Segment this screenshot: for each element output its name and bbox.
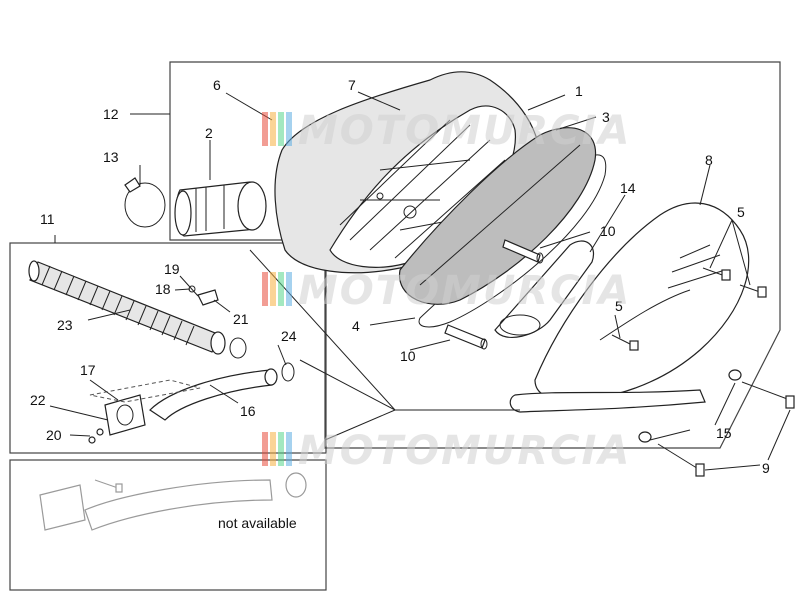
wm-stripe-4 [286,272,292,306]
callout-10-upper: 10 [600,223,616,239]
hose-clamp [229,337,247,359]
callout-labels: 1 2 3 4 5 5 6 7 8 9 10 10 11 12 13 14 15… [30,77,770,476]
callout-12: 12 [103,106,119,122]
callout-24: 24 [281,328,297,344]
callout-6: 6 [213,77,221,93]
wm-stripe-2 [270,272,276,306]
callout-21: 21 [233,311,249,327]
flange [104,394,146,436]
callout-5-upper: 5 [737,204,745,220]
watermark-stripes [262,432,292,466]
corrugated-hose [28,260,226,355]
wm-stripe-3 [278,272,284,306]
wm-stripe-2 [270,432,276,466]
washer-lower [638,431,652,443]
callout-23: 23 [57,317,73,333]
callout-5-center: 5 [615,298,623,314]
watermark-stripes [262,272,292,306]
long-bolt-upper [741,381,795,409]
screw-upper-b [739,284,767,298]
support-bracket [188,285,219,306]
callout-4: 4 [352,318,360,334]
not-available-frame [9,459,327,591]
clamp-ring [124,177,166,228]
screw-upper-a [702,267,731,281]
wm-stripe-4 [286,112,292,146]
spacer-upper [502,239,544,264]
callout-19: 19 [164,261,180,277]
kit-11-frame [9,242,327,454]
filter-element [399,127,597,305]
callout-17: 17 [80,362,96,378]
wm-stripe-1 [262,432,268,466]
callout-14: 14 [620,180,636,196]
watermark-text: MOTOMURCIA [298,428,631,474]
not-available-assembly [39,472,307,531]
screw-center [611,334,639,351]
callout-18: 18 [155,281,171,297]
callout-8: 8 [705,152,713,168]
watermark-text: MOTOMURCIA [298,108,631,154]
watermark-text: MOTOMURCIA [298,268,631,314]
callout-13: 13 [103,149,119,165]
wm-stripe-3 [278,432,284,466]
callout-9: 9 [762,460,770,476]
callout-11: 11 [40,211,55,227]
callout-15: 15 [716,425,732,441]
filter-bracket [494,240,594,339]
callout-22: 22 [30,392,46,408]
watermark-stripes [262,112,292,146]
spacer-lower [444,324,488,350]
pipe-clamp [281,362,295,382]
wm-stripe-4 [286,432,292,466]
wm-stripe-3 [278,112,284,146]
long-bolt-lower [657,443,705,477]
main-assembly-frame [169,61,781,449]
not-available-label: not available [218,515,297,531]
watermark-bottom: MOTOMURCIA [262,428,631,474]
callout-2: 2 [205,125,213,141]
air-box-cover [509,202,750,413]
callout-3: 3 [602,109,610,125]
callout-20: 20 [46,427,62,443]
washer-upper [728,369,742,381]
flange-screws [88,428,104,444]
exhaust-pipe [149,368,278,421]
callout-7: 7 [348,77,356,93]
callout-10-lower: 10 [400,348,416,364]
wm-stripe-1 [262,112,268,146]
leader-lines [49,91,791,471]
kit-dashed-outline [89,379,201,403]
callout-1: 1 [575,83,583,99]
watermark-middle: MOTOMURCIA [262,268,631,314]
callout-16: 16 [240,403,256,419]
intake-duct [174,181,267,237]
watermark-top: MOTOMURCIA [262,108,631,154]
wm-stripe-1 [262,272,268,306]
wm-stripe-2 [270,112,276,146]
